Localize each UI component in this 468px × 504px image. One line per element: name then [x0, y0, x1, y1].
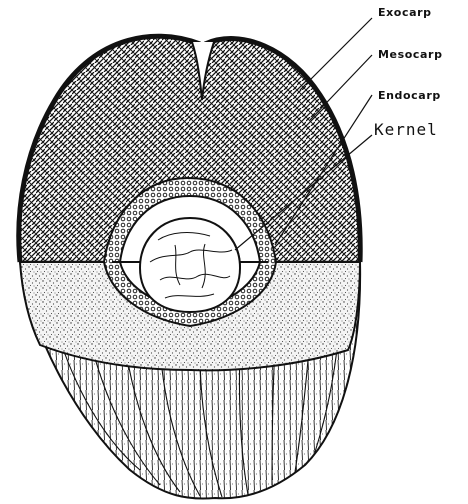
leader-exocarp	[300, 18, 372, 90]
label-kernel: Kernel	[374, 120, 438, 139]
label-mesocarp: Mesocarp	[378, 48, 443, 61]
label-endocarp: Endocarp	[378, 89, 441, 102]
label-exocarp: Exocarp	[378, 6, 432, 19]
